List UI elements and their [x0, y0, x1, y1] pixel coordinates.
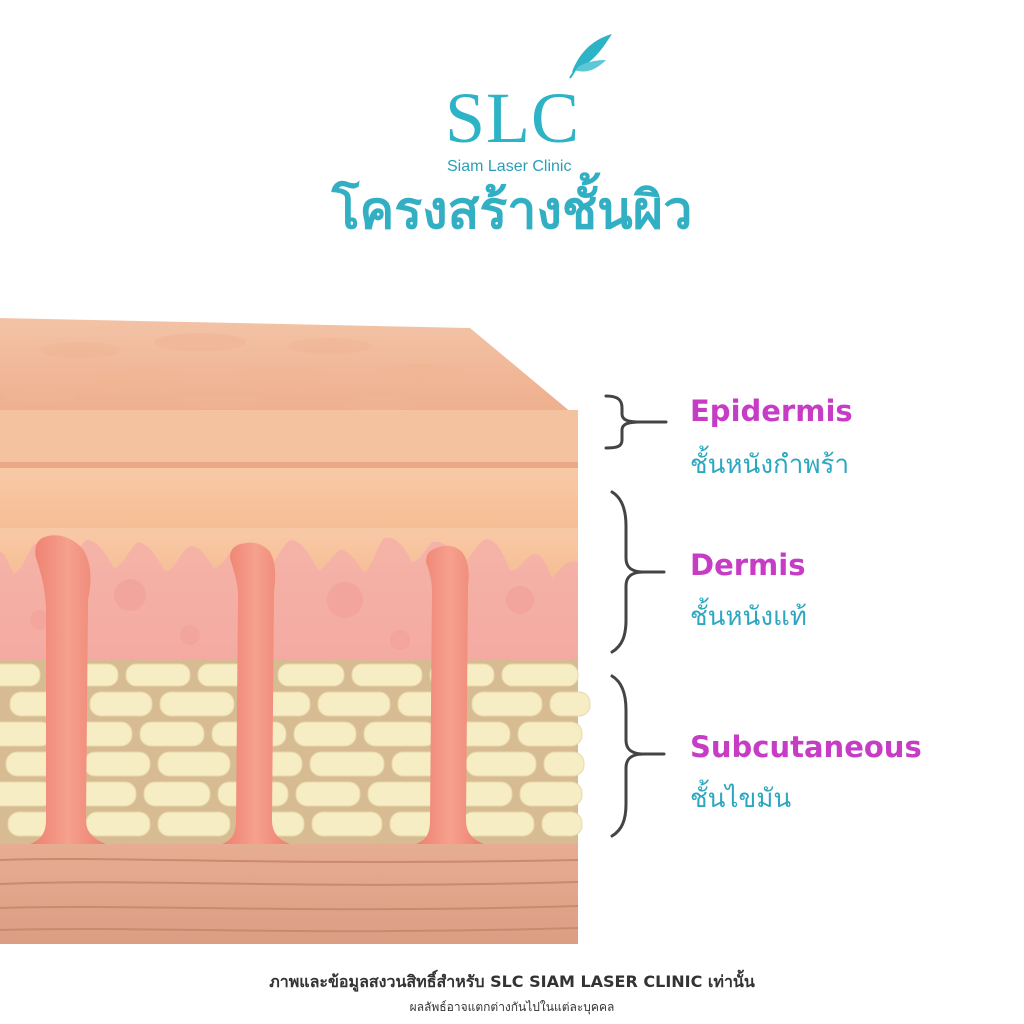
- skin-layers-illustration: [0, 318, 668, 944]
- disclaimer: ผลลัพธ์อาจแตกต่างกันไปในแต่ละบุคคล: [409, 1000, 615, 1014]
- dermis-bracket: [610, 490, 666, 654]
- epidermis-layer: [0, 410, 578, 528]
- epidermis-label: Epidermis: [690, 394, 853, 428]
- logo-tagline: Siam Laser Clinic: [447, 158, 572, 175]
- logo-text: SLC: [445, 78, 581, 158]
- logo: SLC Siam Laser Clinic: [0, 34, 1024, 175]
- dermis-layer: [0, 528, 578, 663]
- epidermis-thai-label: ชั้นหนังกำพร้า: [690, 450, 850, 480]
- subcutaneous-layer: [0, 660, 591, 848]
- dermis-label: Dermis: [690, 548, 806, 582]
- butterfly-icon: [569, 34, 612, 79]
- blood-vessels: [30, 535, 484, 844]
- subcutaneous-bracket: [610, 674, 666, 838]
- fascia-layer: [0, 844, 579, 944]
- subcutaneous-label: Subcutaneous: [690, 730, 922, 764]
- epidermis-bracket: [604, 394, 668, 450]
- dermis-thai-label: ชั้นหนังแท้: [690, 602, 807, 632]
- subcutaneous-thai-label: ชั้นไขมัน: [690, 784, 792, 814]
- skin-surface: [0, 318, 578, 418]
- page-title: โครงสร้างชั้นผิว: [331, 181, 693, 241]
- copyright-notice: ภาพและข้อมูลสงวนสิทธิ์สำหรับ SLC SIAM LA…: [269, 972, 755, 991]
